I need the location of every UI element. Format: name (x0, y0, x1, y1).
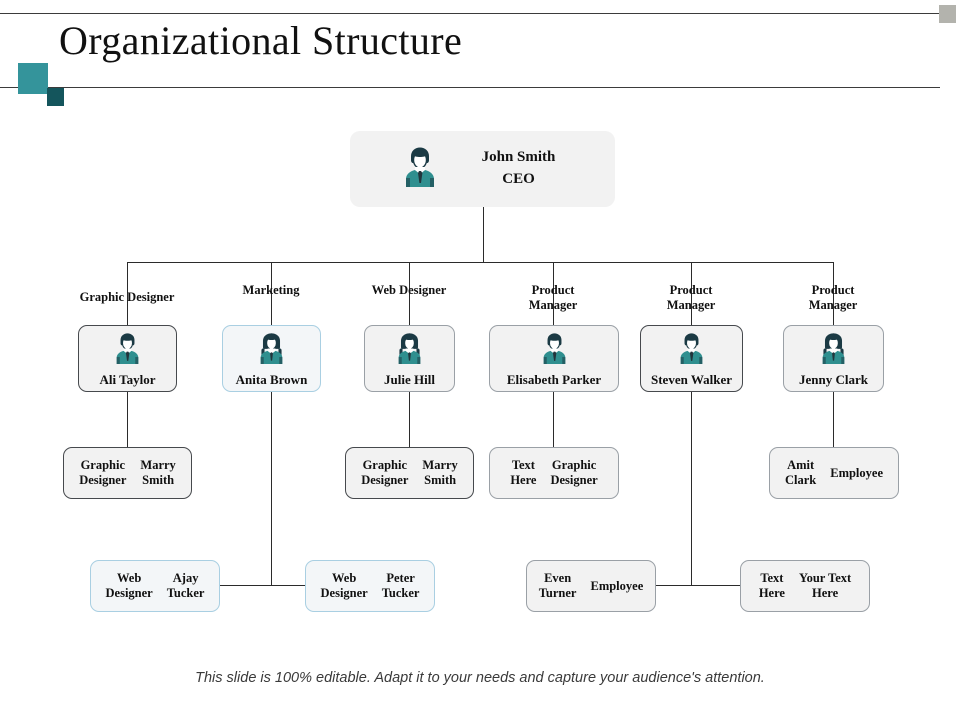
header-bottom-rule (0, 87, 940, 88)
leaf-left-text: Graphic Designer (79, 458, 127, 487)
org-leaf-marry-smith-2[interactable]: Graphic Designer Marry Smith (345, 447, 474, 499)
leaf-right-text: Ajay Tucker (166, 571, 205, 600)
leaf-right-text: Peter Tucker (381, 571, 420, 600)
org-node-anita-brown[interactable]: Anita Brown (222, 325, 321, 392)
connector-drop-2 (271, 262, 272, 325)
org-leaf-peter-tucker[interactable]: Web Designer Peter Tucker (305, 560, 435, 612)
manager-name: Elisabeth Parker (506, 372, 602, 387)
leaf-right-text: Employee (590, 578, 644, 593)
role-caption-graphic-designer: Graphic Designer (79, 290, 175, 304)
footer-note: This slide is 100% editable. Adapt it to… (195, 670, 765, 686)
connector-anita-spur (220, 585, 306, 586)
connector-drop-3 (409, 262, 410, 325)
connector-drop-5 (691, 262, 692, 325)
org-node-steven-walker[interactable]: Steven Walker (640, 325, 743, 392)
manager-name: Anita Brown (235, 372, 308, 387)
page-title: Organizational Structure (59, 18, 463, 63)
connector-steven-spur (655, 585, 741, 586)
female-avatar-icon (256, 331, 287, 371)
role-caption-product-manager-2: Product Manager (666, 283, 716, 312)
ceo-name: John Smith (481, 149, 556, 166)
leaf-left-text: Web Designer (320, 571, 368, 600)
connector-drop-4 (553, 262, 554, 325)
connector-drop-1 (127, 262, 128, 325)
connector-steven-trunk (691, 392, 692, 585)
connector-manager-bus (127, 262, 834, 263)
connector-ali-to-leaf1 (127, 392, 128, 447)
connector-anita-trunk (271, 392, 272, 585)
connector-elisabeth-to-leaf3 (553, 392, 554, 447)
org-node-ali-taylor[interactable]: Ali Taylor (78, 325, 177, 392)
connector-drop-6 (833, 262, 834, 325)
role-caption-product-manager-1: Product Manager (528, 283, 578, 312)
role-caption-marketing: Marketing (242, 283, 300, 297)
connector-julie-to-leaf2 (409, 392, 410, 447)
leaf-right-text: Marry Smith (422, 458, 458, 487)
leaf-left-text: Even Turner (538, 571, 577, 600)
org-leaf-amit-clark[interactable]: Amit Clark Employee (769, 447, 899, 499)
manager-name: Steven Walker (650, 372, 732, 387)
org-node-ceo[interactable]: John Smith CEO (350, 131, 615, 207)
male-avatar-icon (676, 331, 707, 371)
org-leaf-your-text-here[interactable]: Text Here Your Text Here (740, 560, 870, 612)
leaf-left-text: Text Here (758, 571, 785, 600)
accent-square-teal (18, 63, 48, 94)
male-avatar-icon (112, 331, 143, 371)
org-leaf-text-here-graphic-designer[interactable]: Text Here Graphic Designer (489, 447, 619, 499)
leaf-left-text: Graphic Designer (361, 458, 409, 487)
leaf-left-text: Text Here (510, 458, 537, 487)
manager-name: Julie Hill (384, 372, 435, 387)
org-node-julie-hill[interactable]: Julie Hill (364, 325, 455, 392)
leaf-right-text: Your Text Here (798, 571, 852, 600)
org-leaf-marry-smith-1[interactable]: Graphic Designer Marry Smith (63, 447, 192, 499)
male-avatar-icon (539, 331, 570, 371)
org-leaf-ajay-tucker[interactable]: Web Designer Ajay Tucker (90, 560, 220, 612)
corner-square-decoration (939, 5, 956, 23)
female-avatar-icon (818, 331, 849, 371)
header-top-rule (0, 13, 940, 14)
org-leaf-even-turner[interactable]: Even Turner Employee (526, 560, 656, 612)
org-node-jenny-clark[interactable]: Jenny Clark (783, 325, 884, 392)
leaf-right-text: Marry Smith (140, 458, 176, 487)
ceo-text-block: John Smith CEO (422, 147, 615, 191)
leaf-left-text: Amit Clark (784, 458, 817, 487)
female-avatar-icon (394, 331, 425, 371)
connector-jenny-to-leaf4 (833, 392, 834, 447)
leaf-right-text: Employee (830, 465, 884, 480)
role-caption-product-manager-3: Product Manager (808, 283, 858, 312)
accent-square-dark-teal (47, 88, 64, 106)
org-node-elisabeth-parker[interactable]: Elisabeth Parker (489, 325, 619, 392)
male-avatar-icon (400, 145, 440, 194)
leaf-left-text: Web Designer (105, 571, 153, 600)
manager-name: Jenny Clark (799, 372, 868, 387)
leaf-right-text: Graphic Designer (550, 458, 598, 487)
ceo-title: CEO (502, 171, 535, 187)
role-caption-web-designer: Web Designer (371, 283, 447, 297)
manager-name: Ali Taylor (99, 372, 156, 387)
connector-ceo-stem (483, 207, 484, 263)
